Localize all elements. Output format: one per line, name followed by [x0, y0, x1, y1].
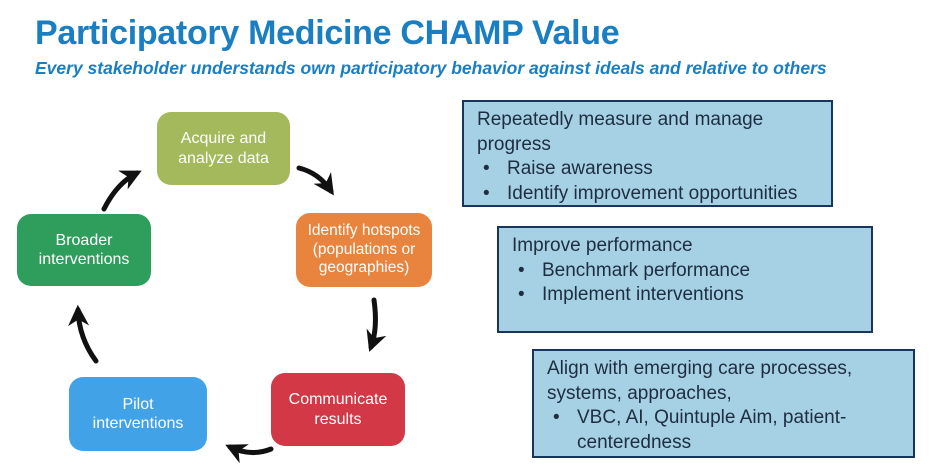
panel-heading: Improve performance — [512, 235, 693, 256]
panel-improve-performance: Improve performance Benchmark performanc… — [497, 226, 873, 333]
page-subtitle: Every stakeholder understands own partic… — [35, 58, 827, 78]
cycle-node-broader-interventions: Broader interventions — [17, 214, 151, 286]
panel-bullet-list: Raise awareness Identify improvement opp… — [477, 157, 821, 206]
page-title: Participatory Medicine CHAMP Value — [35, 14, 620, 52]
arrow-broader-to-acquire-icon — [101, 170, 142, 212]
panel-align-emerging-care: Align with emerging care processes, syst… — [532, 349, 915, 458]
arrow-acquire-to-identify-icon — [296, 165, 334, 196]
panel-bullet: Identify improvement opportunities — [477, 182, 821, 207]
panel-bullet: Raise awareness — [477, 157, 821, 182]
panel-bullet-list: VBC, AI, Quintuple Aim, patient-centered… — [547, 406, 903, 455]
panel-heading: Repeatedly measure and manage progress — [477, 109, 764, 155]
panel-bullet: Benchmark performance — [512, 259, 861, 284]
panel-bullet: VBC, AI, Quintuple Aim, patient-centered… — [547, 406, 903, 455]
cycle-node-communicate-results: Communicate results — [271, 373, 405, 446]
arrow-identify-to-communicate-icon — [366, 297, 387, 352]
cycle-node-pilot-interventions: Pilot interventions — [69, 377, 207, 451]
panel-bullet-list: Benchmark performance Implement interven… — [512, 259, 861, 308]
panel-heading: Align with emerging care processes, syst… — [547, 358, 853, 404]
arrow-pilot-to-broader-icon — [68, 304, 99, 364]
arrow-communicate-to-pilot-icon — [225, 444, 274, 464]
panel-bullet: Implement interventions — [512, 283, 861, 308]
cycle-node-identify-hotspots: Identify hotspots (populations or geogra… — [296, 213, 432, 287]
cycle-node-acquire-and-analyze-data: Acquire and analyze data — [157, 112, 290, 185]
panel-measure-manage-progress: Repeatedly measure and manage progress R… — [462, 100, 833, 207]
